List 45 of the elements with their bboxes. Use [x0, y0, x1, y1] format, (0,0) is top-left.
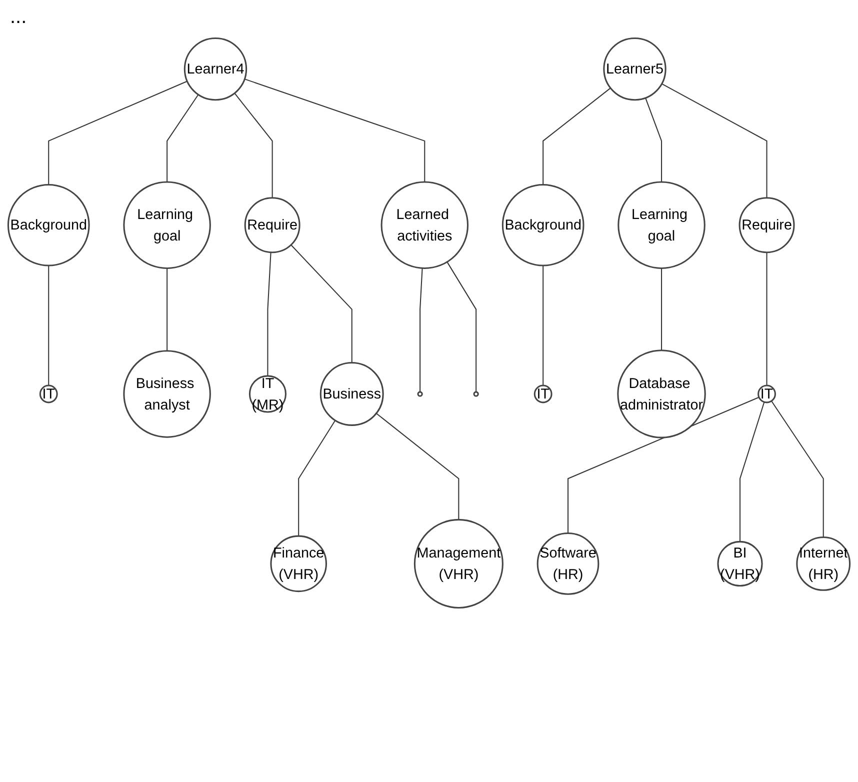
node-circle: IT — [39, 384, 58, 404]
node-circle: Finance (VHR) — [270, 535, 327, 592]
connector — [48, 80, 188, 185]
connector — [420, 268, 423, 392]
node-circle: Learning goal — [618, 181, 706, 269]
node-circle: Require — [244, 197, 300, 254]
node-circle: Background — [7, 184, 90, 266]
node-circle: Software (HR) — [536, 532, 600, 595]
connector — [645, 98, 662, 182]
connector — [542, 266, 544, 386]
connector — [542, 88, 611, 185]
node-circle — [473, 391, 479, 397]
connector — [298, 420, 336, 536]
node-circle: Management (VHR) — [414, 518, 504, 608]
node-circle: Learning goal — [123, 181, 211, 269]
node-circle: Learner5 — [603, 37, 666, 101]
connector — [267, 252, 272, 376]
connector — [166, 268, 168, 351]
connector — [376, 412, 460, 520]
connector — [234, 92, 273, 198]
connector — [661, 268, 662, 350]
ellipsis-note: ... — [10, 6, 27, 29]
connector — [446, 262, 477, 392]
node-circle: Business — [320, 362, 384, 426]
node-circle: Learner4 — [184, 37, 248, 101]
connector — [48, 266, 50, 386]
connector — [771, 400, 824, 538]
connector — [766, 252, 768, 386]
node-circle: Internet (HR) — [796, 536, 851, 591]
connector — [662, 83, 768, 198]
node-circle: IT — [534, 384, 552, 404]
node-circle: Business analyst — [123, 350, 211, 438]
node-circle: IT — [758, 384, 776, 404]
connector — [740, 402, 765, 542]
node-circle: Background — [502, 184, 584, 266]
node-circle — [417, 391, 423, 397]
node-circle: IT (MR) — [248, 375, 286, 413]
node-circle: Database administrator — [617, 350, 706, 438]
connector — [568, 396, 760, 534]
node-circle: Learned activities — [380, 181, 469, 269]
connector — [290, 244, 352, 363]
node-circle: Require — [738, 197, 795, 254]
node-circle: BI (VHR) — [717, 540, 763, 586]
connector — [244, 78, 426, 182]
connector — [166, 94, 199, 182]
